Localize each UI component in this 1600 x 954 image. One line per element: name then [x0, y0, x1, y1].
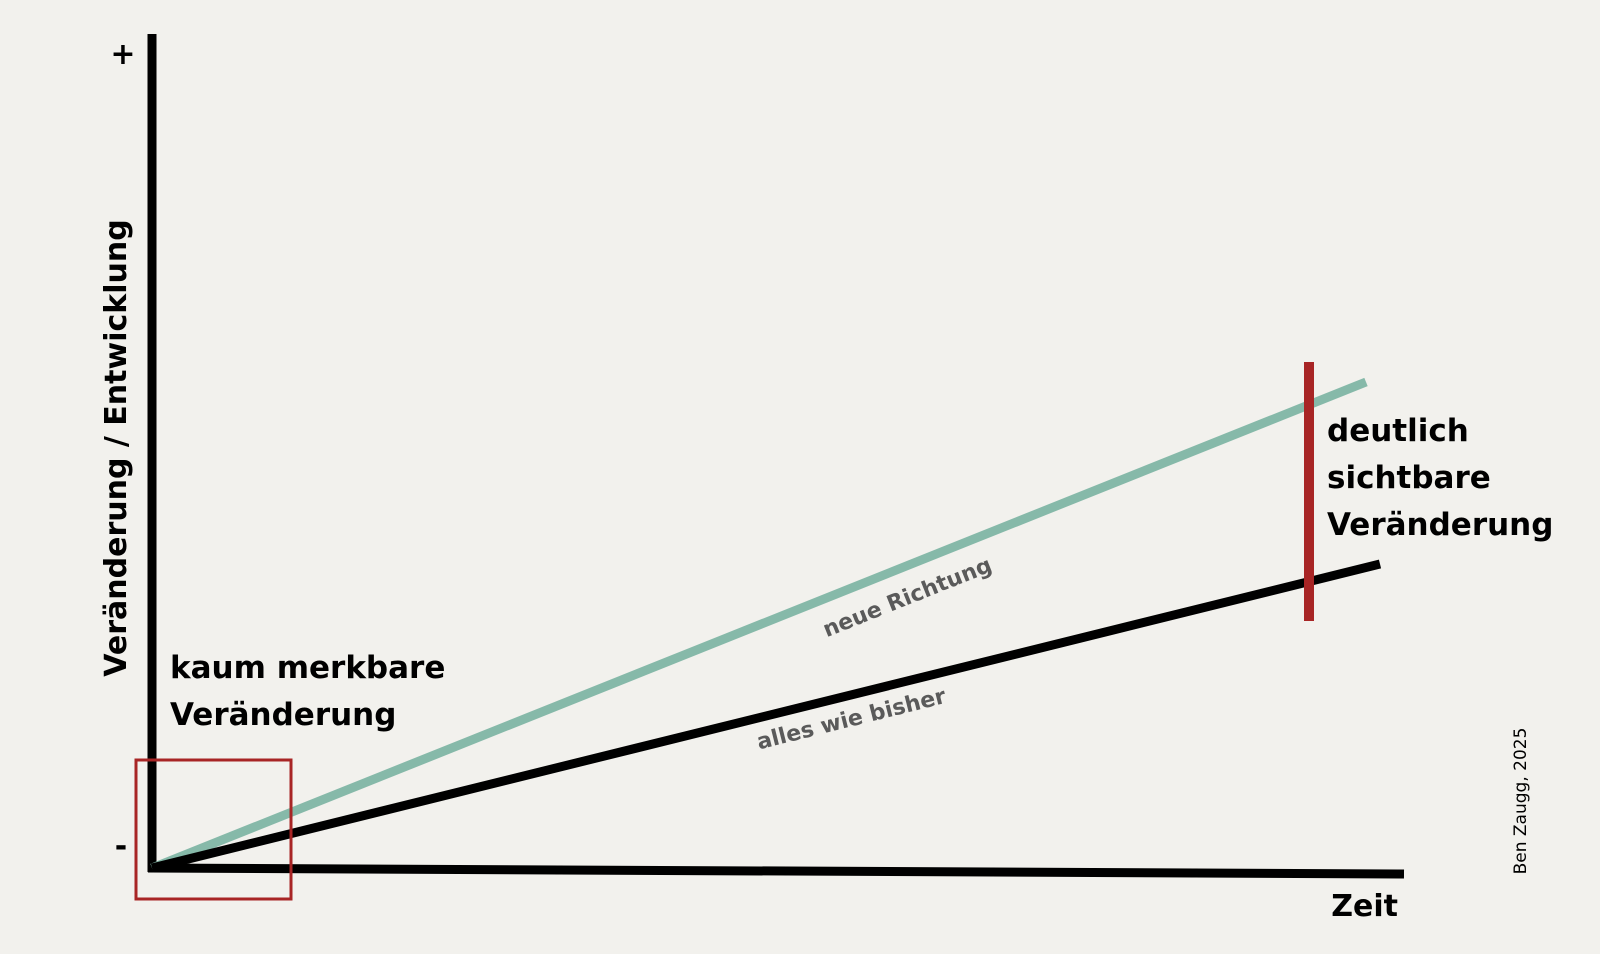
- y-bottom-marker: -: [115, 829, 127, 864]
- y-axis-label: Veränderung / Entwicklung: [99, 219, 134, 676]
- big-change-line-3: Veränderung: [1327, 507, 1553, 543]
- big-change-line-2: sichtbare: [1327, 460, 1491, 496]
- small-change-box: [134, 758, 293, 901]
- credit-text: Ben Zaugg, 2025: [1511, 728, 1531, 875]
- small-change-text: kaum merkbare Veränderung: [170, 650, 456, 733]
- x-axis: [147, 863, 1405, 879]
- y-top-marker: +: [110, 37, 135, 72]
- small-change-line-1: kaum merkbare: [170, 650, 445, 686]
- big-change-text: deutlich sichtbare Veränderung: [1327, 413, 1553, 543]
- small-change-line-2: Veränderung: [170, 697, 396, 733]
- new-direction-line: [150, 377, 1368, 873]
- big-change-line-1: deutlich: [1327, 413, 1469, 449]
- business-as-usual-line: [150, 559, 1382, 873]
- x-axis-label: Zeit: [1331, 889, 1398, 924]
